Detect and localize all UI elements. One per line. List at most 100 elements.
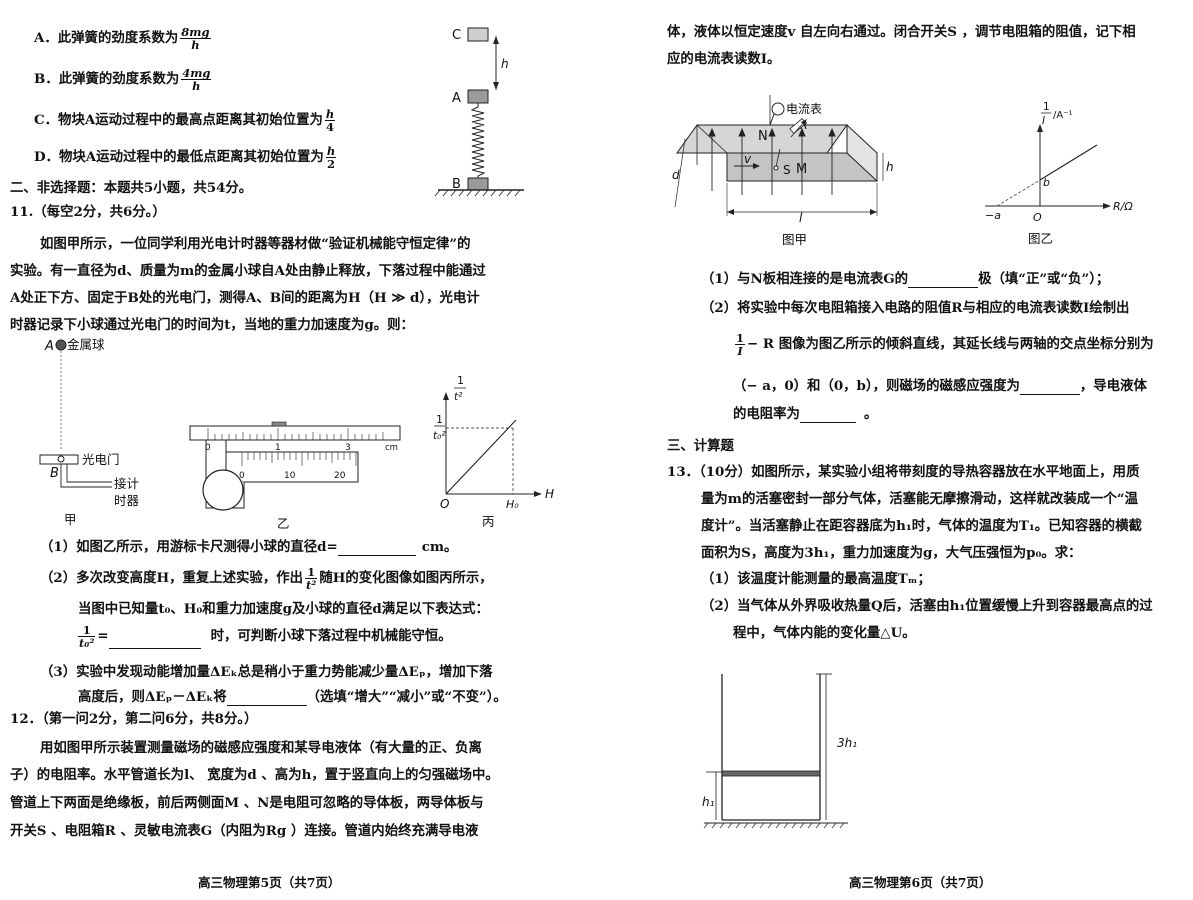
label-d: d — [672, 168, 680, 182]
y-unit: /A⁻¹ — [1053, 110, 1073, 121]
label-m: M — [796, 162, 807, 177]
q12-part-2-line-4: 的电阻率为。 — [733, 406, 878, 423]
label-3h1: 3h₁ — [837, 736, 857, 750]
label-b: B — [50, 466, 59, 481]
unit-cm: cm — [385, 443, 398, 453]
q12-part-2-line-3: （− a，0）和（0，b），则磁场的磁感应强度为，导电液体 — [733, 378, 1147, 395]
answer-blank[interactable] — [908, 273, 979, 288]
answer-blank[interactable] — [799, 408, 856, 423]
figure-container: 3h₁ h₁ — [702, 673, 857, 829]
x-axis-label: R/Ω — [1113, 200, 1133, 213]
q12-part-2: （2）将实验中每次电阻箱接入电路的阻值R与相应的电流表读数I绘制出 — [701, 300, 1130, 316]
q11-line-2: 实验。有一直径为d、质量为m的金属小球自A处由静止释放，下落过程中能通过 — [10, 263, 486, 279]
label-a: A — [452, 91, 461, 106]
figure-graph-bing: 1 t² H 1 t₀² O H₀ 丙 — [433, 374, 554, 529]
label-v: v — [744, 152, 752, 166]
page-6: 体，液体以恒定速度v 自左向右通过。闭合开关S ，调节电阻箱的阻值，记下相 应的… — [597, 0, 1193, 900]
figure-photogate: A 金属球 光电门 B 接计 时器 甲 — [39, 337, 140, 527]
figure-pipe: 电流表 N R S v M d l h 图甲 — [672, 95, 894, 247]
ball-label: 金属球 — [67, 337, 105, 352]
q12-cont-line-2: 应的电流表读数I。 — [667, 51, 781, 67]
caption-jia: 甲 — [64, 512, 77, 527]
q13-line-1: 13．（10分）如图所示，某实验小组将带刻度的导热容器放在水平地面上，用质 — [667, 464, 1140, 480]
figure-caliper: 0 1 3 cm 0 10 20 乙 — [189, 421, 401, 531]
q13-line-3: 度计”。当活塞静止在距容器底为h₁时，气体的温度为T₁。已知容器的横截 — [701, 518, 1142, 534]
gate-label: 光电门 — [82, 452, 120, 467]
q12-line-2: 子）的电阻率。水平管道长为l、 宽度为d 、高为h，置于竖直向上的匀强磁场中。 — [10, 767, 499, 783]
timer-label-2: 时器 — [114, 493, 140, 508]
y0-den: t₀² — [433, 430, 446, 442]
vtick-20: 20 — [334, 471, 346, 481]
q12-cont-line-1: 体，液体以恒定速度v 自左向右通过。闭合开关S ，调节电阻箱的阻值，记下相 — [667, 24, 1136, 40]
q13-line-4: 面积为S，高度为3h₁，重力加速度为g，大气压强恒为p₀。求： — [701, 545, 1082, 561]
caption-fig-yi: 图乙 — [1028, 231, 1053, 246]
x-axis-label: H — [545, 487, 554, 501]
section-3-title: 三、计算题 — [667, 438, 734, 454]
q12-line-4: 开关S 、电阻箱R 、灵敏电流表G（内阻为Rg ）连接。管道内始终充满导电液 — [10, 823, 479, 839]
label-n: N — [758, 129, 768, 144]
q11-part-2-line-2: 当图中已知量t₀、H₀和重力加速度g及小球的直径d满足以下表达式： — [78, 601, 489, 617]
q11-line-1: 如图甲所示，一位同学利用光电计时器等器材做“验证机械能守恒定律”的 — [40, 236, 471, 252]
q12-part-1: （1）与N板相连接的是电流表G的极（填“正”或“负”）； — [701, 271, 1110, 288]
q11-part-3: （3）实验中发现动能增加量ΔEₖ总是稍小于重力势能减少量ΔEₚ，增加下落 — [40, 664, 493, 680]
figure-graph-yi: 1 I /A⁻¹ R/Ω b −a O 图乙 — [985, 101, 1133, 246]
answer-blank[interactable] — [226, 691, 307, 706]
h0-label: H₀ — [506, 498, 519, 511]
spring-coil — [470, 103, 486, 178]
answer-blank[interactable] — [337, 541, 416, 556]
timer-label-1: 接计 — [114, 476, 139, 491]
label-h: h — [501, 57, 509, 71]
tick-3: 3 — [345, 443, 351, 453]
q11-part-3-line-2: 高度后，则ΔEₚ－ΔEₖ将（选填“增大”“减小”或“不变”）。 — [78, 689, 507, 706]
q11-line-3: A处正下方、固定于B处的光电门，测得A、B间的距离为H（H ≫ d），光电计 — [10, 290, 480, 306]
caption-fig-jia: 图甲 — [782, 232, 807, 247]
q12-header: 12．（第一问2分，第二问6分，共8分。） — [10, 711, 258, 727]
label-b: b — [1043, 176, 1050, 189]
q11-line-4: 时器记录下小球通过光电门的时间为t，当地的重力加速度为g。则： — [10, 317, 414, 333]
answer-blank[interactable] — [1019, 380, 1080, 395]
label-neg-a: −a — [985, 209, 1001, 222]
q11-part-1: （1）如图乙所示，用游标卡尺测得小球的直径d=cm。 — [40, 539, 458, 556]
label-h1: h₁ — [702, 795, 715, 809]
q12-line-3: 管道上下两面是绝缘板，前后两侧面M 、N是电阻可忽略的导体板，两导体板与 — [10, 795, 484, 811]
label-a: A — [44, 339, 54, 354]
label-l: l — [799, 211, 803, 225]
y-num: 1 — [1043, 101, 1050, 113]
caption-bing: 丙 — [482, 514, 495, 529]
answer-blank[interactable] — [108, 634, 201, 649]
page-footer: 高三物理第6页（共7页） — [849, 875, 992, 890]
ammeter-label: 电流表 — [786, 102, 822, 116]
origin: O — [1033, 211, 1042, 224]
q12-line-1: 用如图甲所示装置测量磁场的磁感应强度和某导电液体（有大量的正、负离 — [40, 740, 482, 756]
y-axis-num: 1 — [457, 374, 464, 387]
label-c: C — [452, 28, 461, 43]
page-footer: 高三物理第5页（共7页） — [198, 875, 341, 890]
label-s: S — [783, 163, 791, 177]
vtick-10: 10 — [284, 471, 296, 481]
q13-part-2: （2）当气体从外界吸收热量Q后，活塞由h₁位置缓慢上升到容器最高点的过 — [701, 598, 1153, 614]
section-2-title: 二、非选择题：本题共5小题，共54分。 — [10, 180, 253, 196]
tick-0: 0 — [205, 443, 211, 453]
tick-1: 1 — [275, 443, 281, 453]
q11-header: 11.（每空2分，共6分。） — [10, 204, 166, 220]
q13-part-2-line-2: 程中，气体内能的变化量△U。 — [733, 625, 916, 641]
label-h: h — [886, 160, 894, 174]
q13-line-2: 量为m的活塞密封一部分气体，活塞能无摩擦滑动，这样就改装成一个“温 — [701, 491, 1138, 507]
vtick-0: 0 — [239, 471, 245, 481]
caption-yi: 乙 — [277, 516, 290, 531]
y-den: I — [1042, 115, 1045, 127]
